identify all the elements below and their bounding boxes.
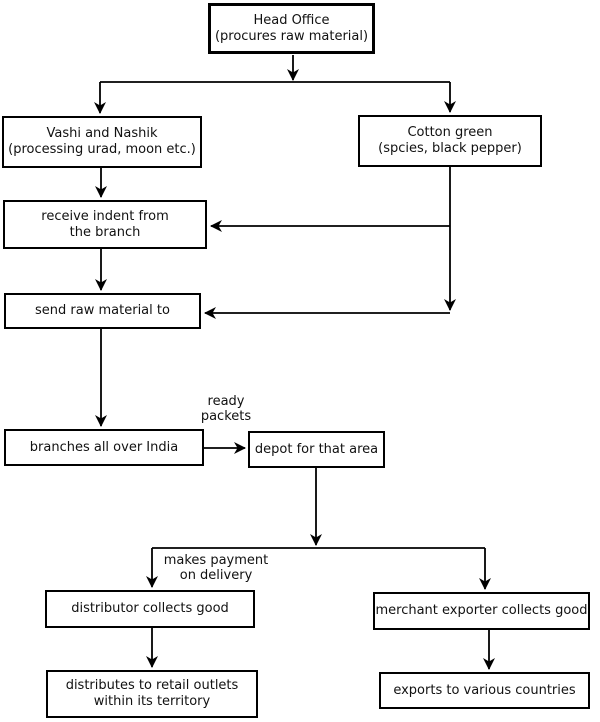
node-vashi-nashik: Vashi and Nashik (processing urad, moon … — [2, 116, 202, 168]
node-receive-indent: receive indent from the branch — [3, 200, 207, 249]
node-exports-countries: exports to various countries — [379, 672, 590, 709]
label-ready-packets: ready packets — [200, 394, 252, 424]
node-cotton-green: Cotton green (spcies, black pepper) — [358, 115, 542, 167]
label-makes-payment: makes payment on delivery — [163, 553, 269, 583]
node-send-raw-material: send raw material to — [4, 293, 201, 329]
node-head-office: Head Office (procures raw material) — [208, 3, 375, 54]
node-merchant-exporter: merchant exporter collects good — [373, 592, 590, 630]
node-depot-area: depot for that area — [248, 431, 385, 468]
node-distributor: distributor collects good — [45, 590, 255, 628]
node-retail-outlets: distributes to retail outlets within its… — [46, 670, 258, 718]
node-branches-india: branches all over India — [4, 429, 204, 466]
